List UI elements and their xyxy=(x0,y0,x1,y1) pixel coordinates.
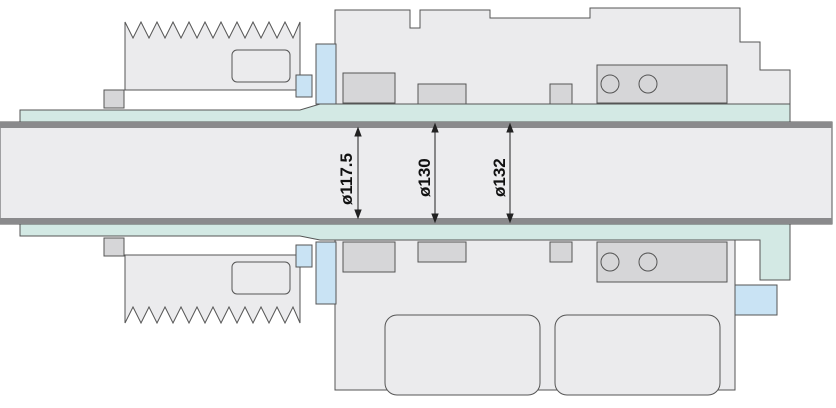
ball-icon xyxy=(600,74,620,94)
housing-window-right xyxy=(554,314,721,396)
seal-upper-small xyxy=(295,74,313,98)
bearing-lower-rear xyxy=(596,241,728,283)
dimension-label-117-5: ø117.5 xyxy=(337,153,356,205)
spindle-bore xyxy=(0,121,833,225)
seal-lower-right xyxy=(734,284,778,316)
ball-icon xyxy=(600,252,620,272)
bearing-upper-mid xyxy=(417,83,467,105)
seal-lower xyxy=(315,241,337,305)
nut-lower xyxy=(103,237,125,257)
bearing-upper-rear xyxy=(596,64,728,104)
seal-upper xyxy=(315,43,337,105)
bearing-upper-front xyxy=(342,72,396,104)
shaft-lower xyxy=(19,223,791,281)
pulley-slot xyxy=(231,261,291,295)
bearing-lower-mid xyxy=(417,241,467,263)
nut-upper xyxy=(103,89,125,109)
dimension-arrows xyxy=(354,122,514,224)
dimension-label-132: ø132 xyxy=(490,158,509,197)
housing-window-left xyxy=(384,314,541,396)
ball-icon xyxy=(638,252,658,272)
ball-icon xyxy=(638,74,658,94)
spacer-lower xyxy=(549,241,573,263)
dimension-label-130: ø130 xyxy=(415,158,434,197)
bearing-lower-front xyxy=(342,241,396,273)
bore-wall-upper xyxy=(0,122,832,128)
pulley-slot xyxy=(231,49,291,83)
shaft-upper xyxy=(19,103,791,123)
spacer-upper xyxy=(549,83,573,105)
bore-wall-lower xyxy=(0,218,832,224)
seal-lower-small xyxy=(295,244,313,268)
